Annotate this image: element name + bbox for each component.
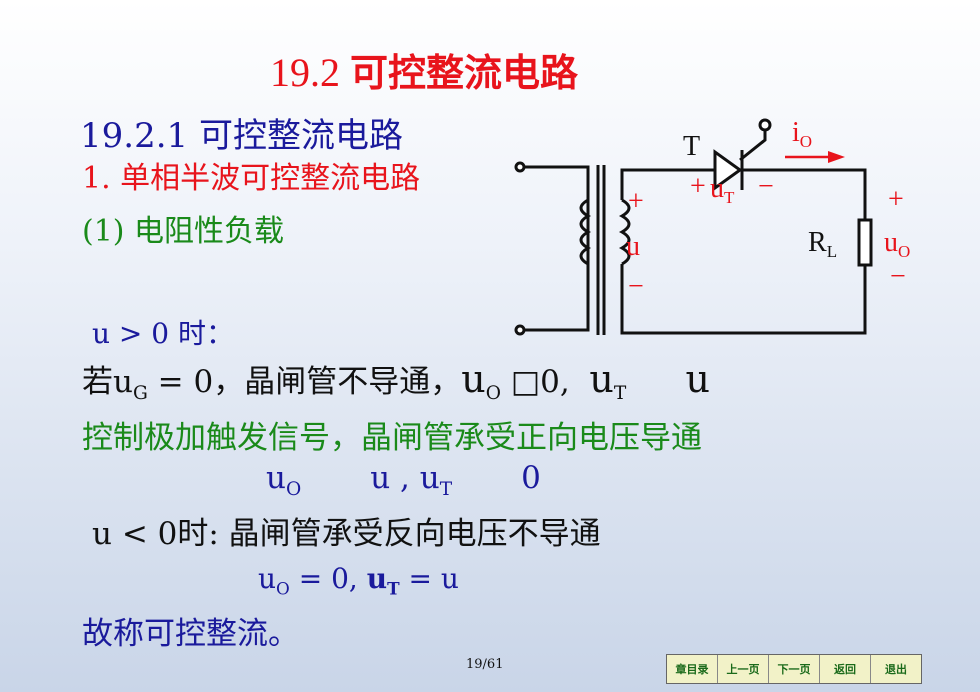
- terminal-top: [514, 161, 526, 173]
- svg-text:T: T: [683, 131, 700, 162]
- chapter-toc-button[interactable]: 章目录: [667, 655, 718, 683]
- back-button[interactable]: 返回: [820, 655, 871, 683]
- secondary-coil: [618, 198, 631, 266]
- svg-text:uT: uT: [710, 173, 735, 207]
- conclusion: 故称可控整流。: [82, 616, 299, 652]
- gate-zero-line: 若uG = 0，晶闸管不导通，uO □0, uT u: [82, 357, 710, 405]
- svg-text:+: +: [690, 171, 706, 202]
- circuit-diagram: T iO + + uT − u − RL + uO −: [514, 117, 910, 336]
- secondary-wire: [620, 168, 715, 200]
- item-heading-2: (1) 电阻性负载: [82, 214, 285, 249]
- svg-text:−: −: [758, 171, 774, 202]
- load-resistor: [857, 218, 873, 267]
- primary-wire-top: [522, 165, 590, 280]
- page-title: 19.2 可控整流电路: [270, 50, 579, 95]
- condition-negative: u < 0时: 晶闸管承受反向电压不导通: [92, 516, 601, 552]
- terminal-bottom: [514, 324, 526, 336]
- svg-text:uO: uO: [884, 227, 910, 261]
- svg-text:iO: iO: [792, 117, 812, 151]
- equation-block: uO = 0, uT = u: [258, 562, 459, 599]
- exit-button[interactable]: 退出: [885, 663, 907, 676]
- thyristor: [713, 149, 743, 191]
- svg-text:+: +: [628, 186, 644, 217]
- trigger-line: 控制极加触发信号，晶闸管承受正向电压导通: [82, 420, 702, 456]
- page-number: 19/61: [466, 657, 504, 672]
- svg-text:RL: RL: [808, 227, 837, 261]
- svg-text:u: u: [626, 231, 640, 262]
- svg-text:−: −: [890, 261, 906, 292]
- primary-coil: [579, 198, 592, 266]
- nav-bar: 章目录 上一页 下一页 返回 退出: [666, 654, 922, 684]
- gate-lead: [739, 130, 767, 162]
- primary-wire-bottom: [522, 280, 590, 332]
- condition-positive: u > 0 时：: [92, 317, 235, 350]
- item-heading-1: 1. 单相半波可控整流电路: [82, 161, 421, 196]
- next-page-button[interactable]: 下一页: [769, 655, 820, 683]
- svg-text:+: +: [888, 184, 904, 215]
- prev-page-button[interactable]: 上一页: [718, 655, 769, 683]
- svg-text:−: −: [628, 271, 644, 302]
- equation-conduct: uO u , uT 0: [266, 460, 541, 501]
- section-heading: 19.2.1 可控整流电路: [80, 116, 403, 156]
